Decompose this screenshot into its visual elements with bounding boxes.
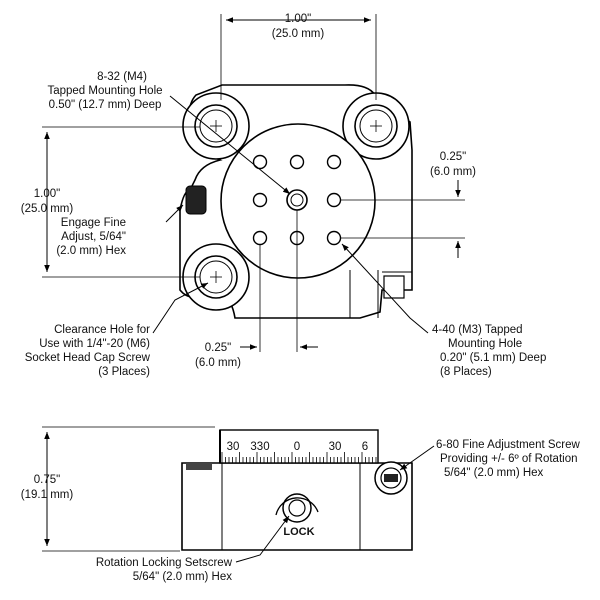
scale-label-30-right: 30: [329, 441, 342, 453]
left-height-mm: (25.0 mm): [21, 203, 74, 215]
dial-scale-ticks: [221, 452, 377, 463]
adjust-screw-line-2: Providing +/- 6º of Rotation: [440, 453, 577, 465]
left-height-in: 1.00": [34, 188, 60, 200]
callout-locking-setscrew: Rotation Locking Setscrew 5/64" (2.0 mm)…: [96, 515, 290, 583]
scale-label-30-left: 30: [227, 441, 240, 453]
scale-label-330: 330: [250, 441, 269, 453]
callout-tapped-holes: 4-40 (M3) Tapped Mounting Hole 0.20" (5.…: [341, 243, 546, 378]
fine-adjust-line-3: (2.0 mm) Hex: [56, 245, 126, 257]
adjust-screw-line-1: 6-80 Fine Adjustment Screw: [436, 439, 581, 451]
side-block: [349, 270, 412, 318]
mount-hole-line-3: 0.50" (12.7 mm) Deep: [49, 99, 162, 111]
top-width-mm: (25.0 mm): [272, 28, 325, 40]
top-width-in: 1.00": [285, 13, 311, 25]
side-height-mm: (19.1 mm): [21, 489, 74, 501]
side-height-in: 0.75": [34, 474, 60, 486]
mount-hole-line-2: Tapped Mounting Hole: [47, 85, 162, 97]
bottom-offset-in: 0.25": [205, 342, 231, 354]
lock-screw-stub: [383, 275, 405, 299]
setscrew-line-2: 5/64" (2.0 mm) Hex: [133, 571, 233, 583]
left-height-dimension: 1.00" (25.0 mm): [21, 126, 200, 278]
fine-adjust-knob: [185, 185, 207, 215]
clearance-line-2: Use with 1/4"-20 (M6): [39, 338, 150, 350]
lock-label: LOCK: [283, 526, 314, 538]
setscrew-line-1: Rotation Locking Setscrew: [96, 557, 233, 569]
right-offset-dimension: 0.25" (6.0 mm): [340, 151, 476, 258]
clearance-line-1: Clearance Hole for: [54, 324, 150, 336]
right-offset-mm: (6.0 mm): [430, 166, 476, 178]
side-view: 30 330 0 30 6 LOCK: [181, 429, 413, 551]
fine-adjust-line-2: Adjust, 5/64": [61, 231, 126, 243]
bottom-offset-dimension: 0.25" (6.0 mm): [195, 210, 318, 369]
clearance-line-4: (3 Places): [98, 366, 150, 378]
tapped-hole-grid: [252, 154, 342, 246]
scale-label-0: 0: [294, 441, 300, 453]
adjust-screw-line-3: 5/64" (2.0 mm) Hex: [444, 467, 544, 479]
bottom-offset-mm: (6.0 mm): [195, 357, 241, 369]
center-mount-hole: [286, 189, 308, 211]
tapped-line-1: 4-40 (M3) Tapped: [432, 324, 523, 336]
clearance-hole-bottom-left: [194, 255, 238, 299]
callout-fine-adjust: Engage Fine Adjust, 5/64" (2.0 mm) Hex: [56, 204, 184, 257]
tapped-line-4: (8 Places): [440, 366, 492, 378]
top-width-dimension: 1.00" (25.0 mm): [220, 13, 377, 100]
tapped-line-2: Mounting Hole: [448, 338, 522, 350]
fine-adjust-line-1: Engage Fine: [61, 217, 126, 229]
clearance-line-3: Socket Head Cap Screw: [25, 352, 151, 364]
right-offset-in: 0.25": [440, 151, 466, 163]
side-height-dimension: 0.75" (19.1 mm): [21, 426, 215, 552]
clearance-hole-top-right: [354, 104, 398, 148]
callout-adjust-screw: 6-80 Fine Adjustment Screw Providing +/-…: [399, 439, 581, 479]
mount-hole-line-1: 8-32 (M4): [97, 71, 147, 83]
scale-label-6: 6: [362, 441, 368, 453]
tapped-line-3: 0.20" (5.1 mm) Deep: [440, 352, 546, 364]
callout-clearance-hole: Clearance Hole for Use with 1/4"-20 (M6)…: [25, 282, 209, 378]
clearance-hole-top-left: [194, 104, 238, 148]
top-view: [179, 84, 413, 319]
callout-mount-hole: 8-32 (M4) Tapped Mounting Hole 0.50" (12…: [47, 71, 291, 195]
